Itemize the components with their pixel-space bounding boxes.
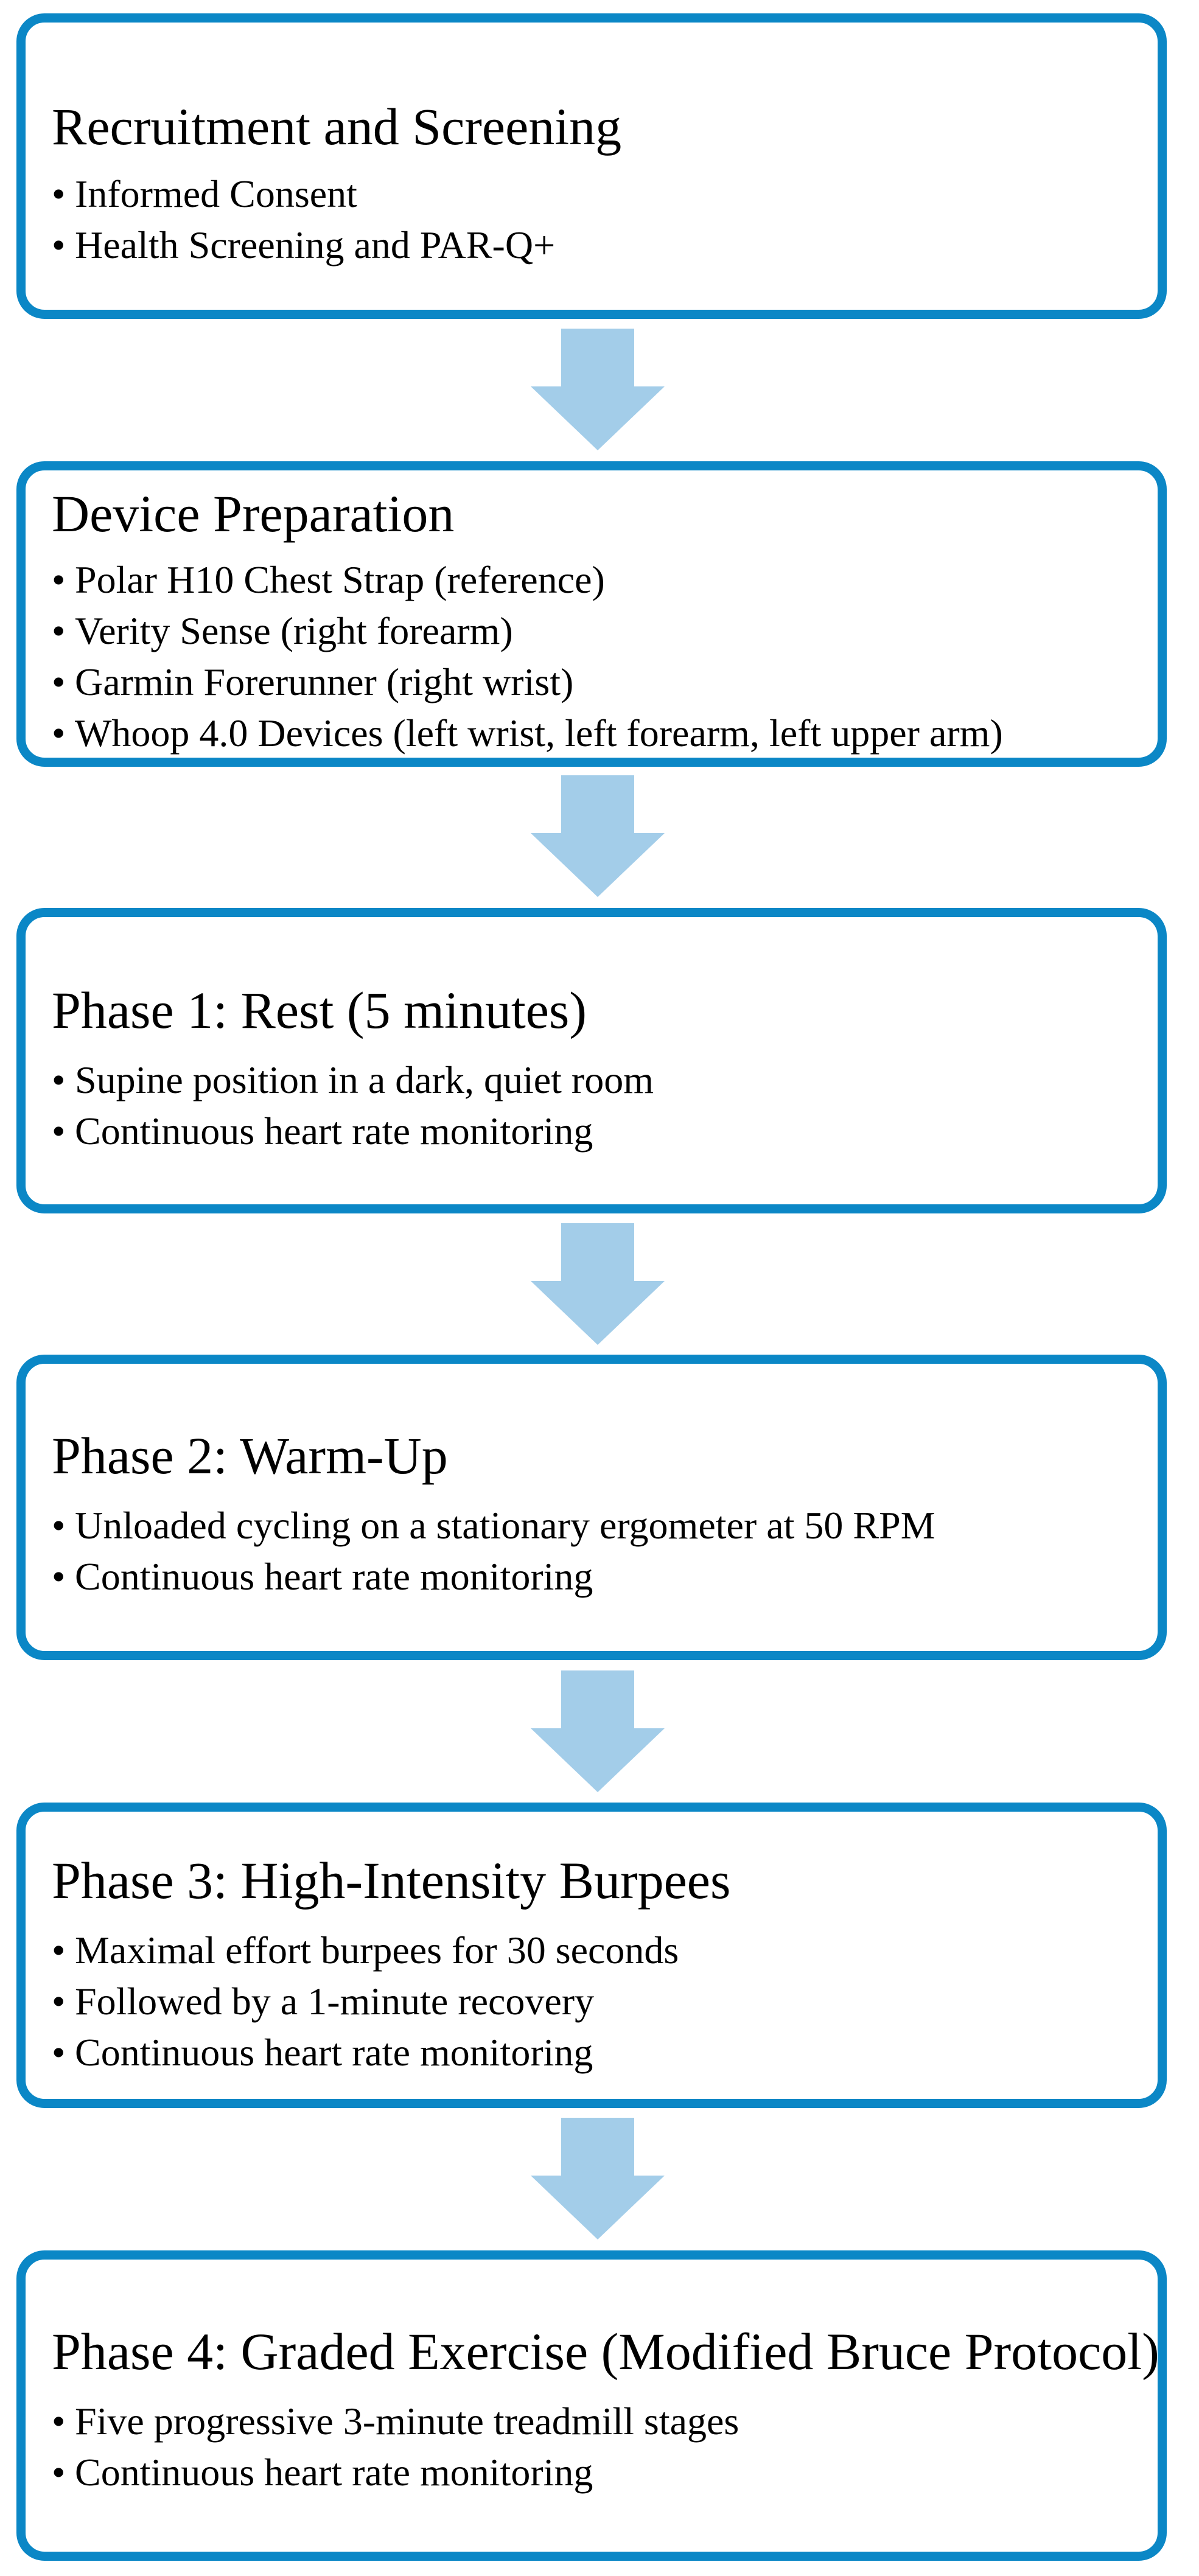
step-box-phase-1: Phase 1: Rest (5 minutes) •Supine positi… [16,908,1167,1213]
bullet-marker: • [52,1555,66,1598]
bullet-text: Unloaded cycling on a stationary ergomet… [75,1504,935,1547]
bullet-text: Verity Sense (right forearm) [75,609,513,652]
bullet-marker: • [52,1980,66,2023]
bullet-text: Followed by a 1-minute recovery [75,1980,595,2023]
bullet-text: Polar H10 Chest Strap (reference) [75,558,605,601]
bullet-text: Whoop 4.0 Devices (left wrist, left fore… [75,711,1003,755]
down-arrow-icon [531,1670,665,1792]
bullet-item: •Continuous heart rate monitoring [52,2027,1139,2078]
step-title: Phase 3: High-Intensity Burpees [52,1851,731,1910]
bullet-marker: • [52,2400,66,2443]
step-title: Device Preparation [52,484,455,543]
bullet-text: Supine position in a dark, quiet room [75,1058,654,1101]
bullet-marker: • [52,2031,66,2074]
bullet-item: •Continuous heart rate monitoring [52,1106,1139,1157]
bullet-marker: • [52,1109,66,1153]
step-box-recruitment: Recruitment and Screening •Informed Cons… [16,13,1167,319]
bullet-text: Continuous heart rate monitoring [75,1109,593,1153]
bullet-item: •Informed Consent [52,169,1139,220]
bullet-text: Informed Consent [75,172,357,215]
bullet-item: •Five progressive 3-minute treadmill sta… [52,2396,1139,2447]
step-box-phase-2: Phase 2: Warm-Up •Unloaded cycling on a … [16,1355,1167,1660]
bullet-marker: • [52,558,66,601]
step-bullets: •Polar H10 Chest Strap (reference) •Veri… [52,554,1139,759]
step-bullets: •Unloaded cycling on a stationary ergome… [52,1500,1139,1602]
bullet-item: •Verity Sense (right forearm) [52,606,1139,657]
bullet-item: •Continuous heart rate monitoring [52,2447,1139,2498]
bullet-marker: • [52,660,66,703]
step-title: Recruitment and Screening [52,97,622,156]
bullet-text: Continuous heart rate monitoring [75,2031,593,2074]
bullet-text: Continuous heart rate monitoring [75,1555,593,1598]
bullet-text: Continuous heart rate monitoring [75,2451,593,2494]
step-bullets: •Supine position in a dark, quiet room •… [52,1055,1139,1157]
bullet-item: •Followed by a 1-minute recovery [52,1976,1139,2027]
bullet-item: •Unloaded cycling on a stationary ergome… [52,1500,1139,1551]
step-title: Phase 2: Warm-Up [52,1426,448,1485]
step-title: Phase 1: Rest (5 minutes) [52,981,587,1039]
down-arrow-icon [531,329,665,450]
bullet-marker: • [52,1504,66,1547]
down-arrow-icon [531,1223,665,1345]
step-bullets: •Maximal effort burpees for 30 seconds •… [52,1925,1139,2078]
bullet-marker: • [52,1929,66,1972]
bullet-marker: • [52,223,66,267]
step-title: Phase 4: Graded Exercise (Modified Bruce… [52,2322,1159,2381]
bullet-text: Garmin Forerunner (right wrist) [75,660,574,703]
bullet-item: •Supine position in a dark, quiet room [52,1055,1139,1106]
bullet-marker: • [52,711,66,755]
bullet-marker: • [52,172,66,215]
bullet-item: •Continuous heart rate monitoring [52,1551,1139,1602]
bullet-item: •Whoop 4.0 Devices (left wrist, left for… [52,708,1139,759]
bullet-marker: • [52,1058,66,1101]
step-box-phase-4: Phase 4: Graded Exercise (Modified Bruce… [16,2250,1167,2561]
bullet-item: •Garmin Forerunner (right wrist) [52,657,1139,708]
step-bullets: •Informed Consent •Health Screening and … [52,169,1139,271]
bullet-item: •Health Screening and PAR-Q+ [52,220,1139,271]
bullet-marker: • [52,2451,66,2494]
down-arrow-icon [531,775,665,897]
down-arrow-icon [531,2118,665,2239]
bullet-item: •Polar H10 Chest Strap (reference) [52,554,1139,606]
bullet-marker: • [52,609,66,652]
bullet-item: •Maximal effort burpees for 30 seconds [52,1925,1139,1976]
step-bullets: •Five progressive 3-minute treadmill sta… [52,2396,1139,2498]
bullet-text: Health Screening and PAR-Q+ [75,223,556,267]
step-box-phase-3: Phase 3: High-Intensity Burpees •Maximal… [16,1803,1167,2108]
bullet-text: Five progressive 3-minute treadmill stag… [75,2400,739,2443]
step-box-device-preparation: Device Preparation •Polar H10 Chest Stra… [16,461,1167,767]
bullet-text: Maximal effort burpees for 30 seconds [75,1929,679,1972]
